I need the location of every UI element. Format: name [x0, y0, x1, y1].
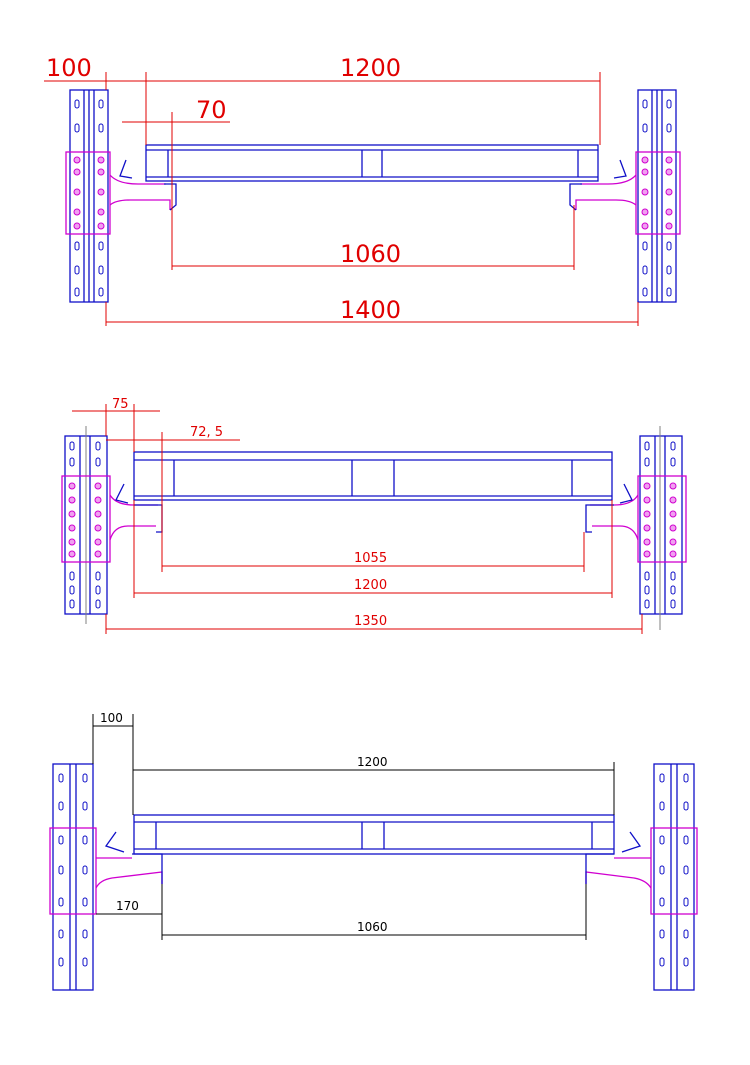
dimensions-view-1: [44, 72, 639, 326]
dim-overhang: 75: [112, 397, 129, 412]
right-bracket: [575, 174, 637, 210]
dim-overhang: 100: [46, 54, 92, 82]
dim-pallet-width: 1200: [357, 755, 388, 769]
left-upright: [61, 426, 111, 624]
left-upright: [65, 89, 111, 303]
dim-inner-width: 1055: [354, 551, 387, 566]
right-bracket: [585, 857, 652, 889]
dim-offset: 72, 5: [190, 425, 223, 440]
right-bracket: [590, 494, 639, 541]
right-clip: [621, 831, 642, 853]
dim-inner-width: 1060: [357, 920, 388, 934]
dim-overhang: 100: [100, 711, 123, 725]
dim-outer-width: 1350: [354, 614, 387, 629]
view-2: 75 72, 5 1055 1200 1350: [61, 397, 687, 634]
left-clip: [104, 831, 125, 853]
dim-pallet-width: 1200: [354, 578, 387, 593]
right-clip: [619, 483, 633, 504]
dim-inner-width: 1060: [340, 240, 401, 268]
pallet: [133, 451, 613, 501]
right-upright: [650, 763, 698, 991]
pallet: [145, 144, 599, 182]
view-1: 100 1200 70 1060 1400: [44, 54, 681, 326]
dimensions-view-3: [92, 714, 615, 940]
dimensions-view-2: [72, 404, 643, 634]
dim-bracket-depth: 170: [116, 899, 139, 913]
right-upright: [637, 426, 687, 630]
left-upright: [49, 763, 97, 991]
left-bracket: [95, 857, 163, 889]
dim-offset: 70: [196, 96, 227, 124]
left-clip: [115, 483, 129, 504]
right-upright: [635, 89, 681, 303]
dim-pallet-width: 1200: [340, 54, 401, 82]
left-bracket: [109, 174, 171, 210]
pallet: [133, 814, 615, 855]
view-3: 100 1200 170 1060: [49, 711, 698, 991]
dim-outer-width: 1400: [340, 296, 401, 324]
right-clip: [613, 159, 627, 179]
left-clip: [119, 159, 133, 179]
